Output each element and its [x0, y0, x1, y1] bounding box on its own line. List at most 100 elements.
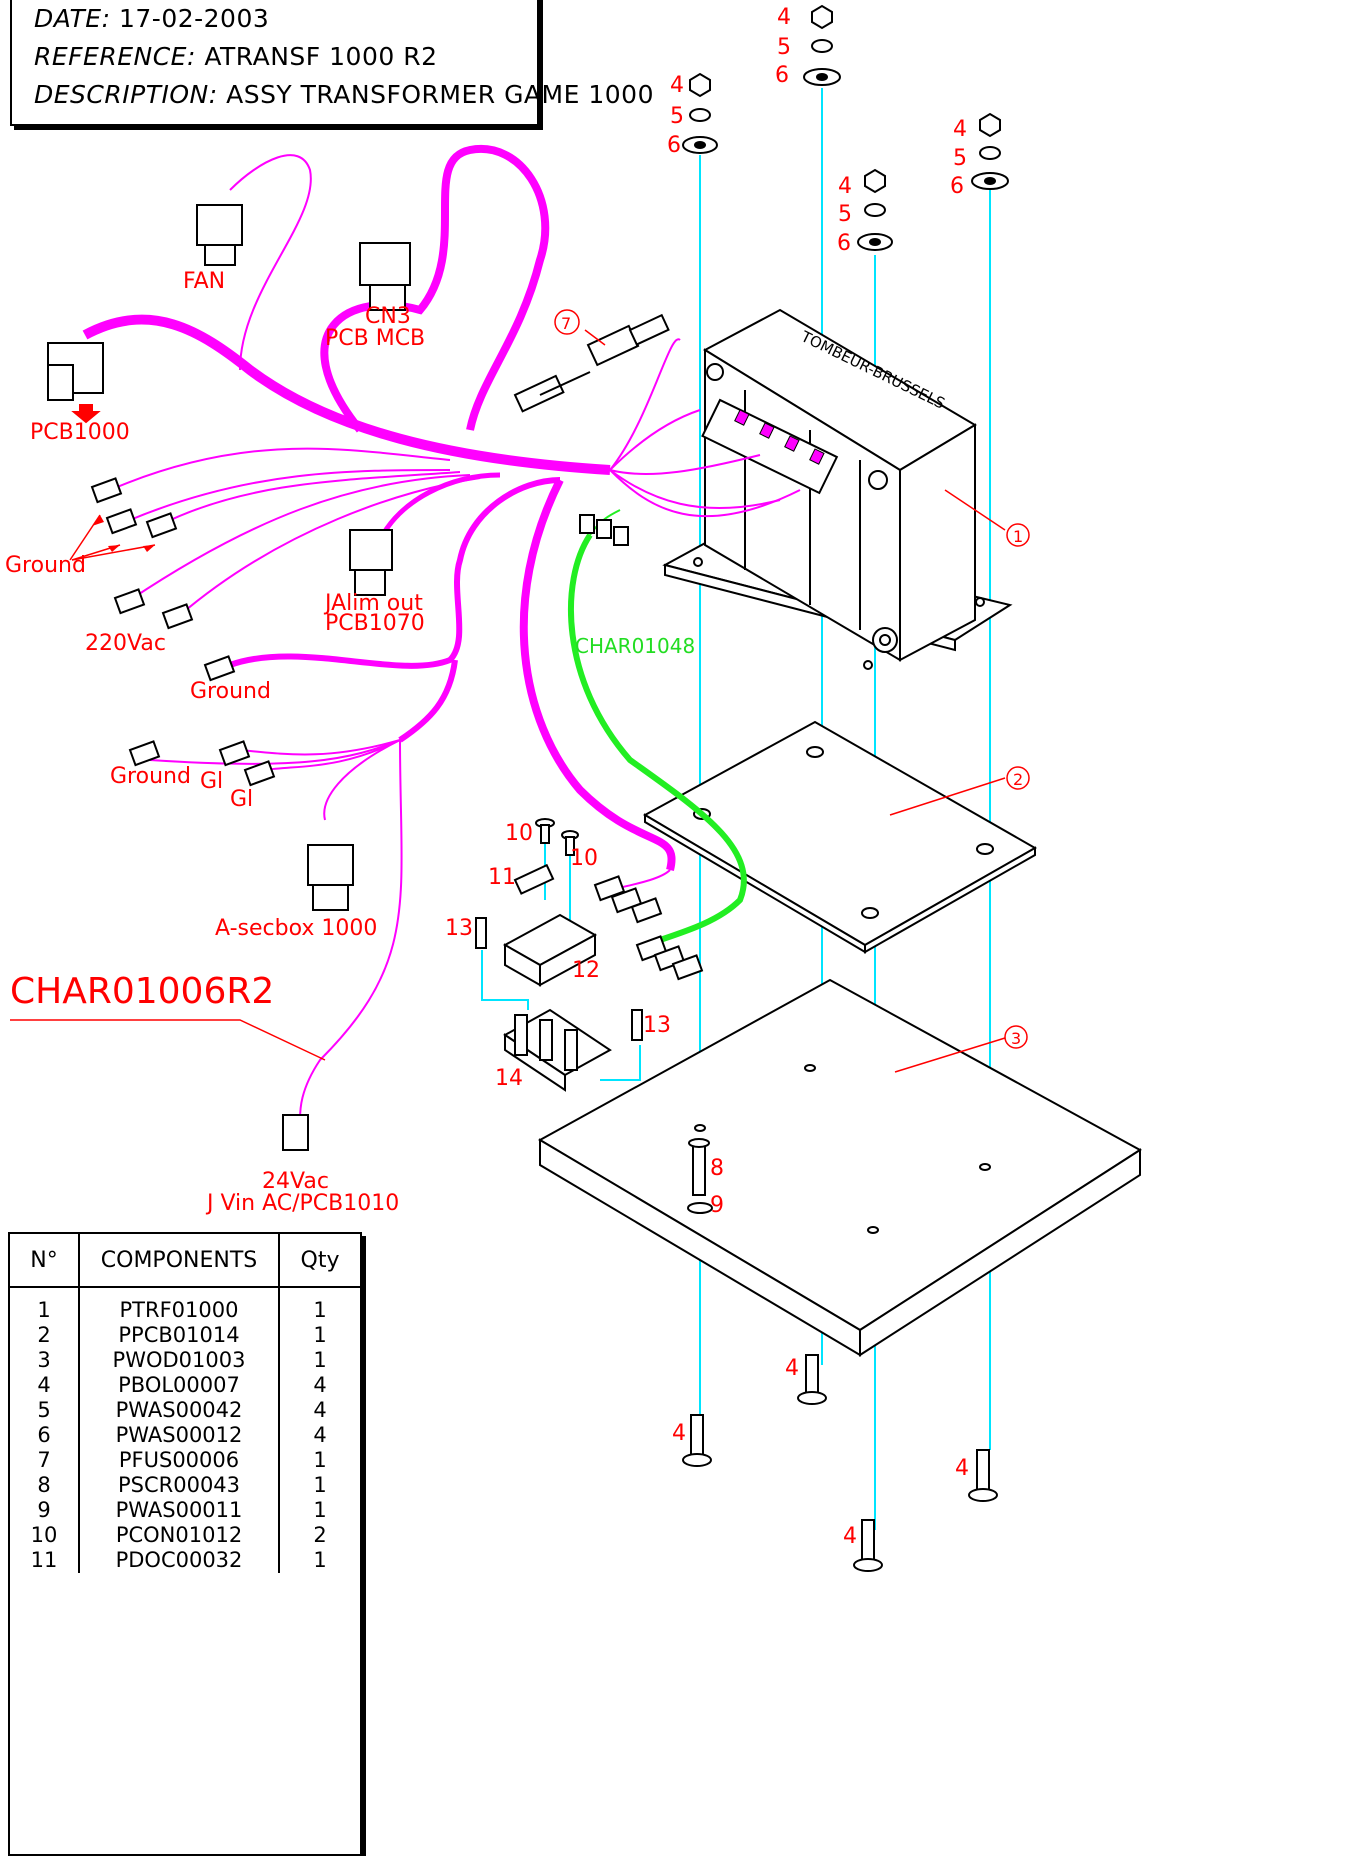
- stack-b: [682, 72, 718, 154]
- bom-cell-component: PWOD01003: [79, 1348, 280, 1373]
- callout-5a: 5: [777, 35, 791, 60]
- label-cn3: CN3: [365, 304, 411, 329]
- bom-cell-no: 11: [10, 1548, 80, 1573]
- date-value: 17-02-2003: [118, 4, 270, 33]
- bom-cell-qty: 4: [313, 1373, 327, 1397]
- pcb-plate: [642, 720, 1038, 954]
- bom-cell-component: PBOL00007: [79, 1373, 280, 1398]
- label-fan: FAN: [183, 269, 225, 294]
- callout-10b: 10: [570, 846, 598, 871]
- callout-4b: 4: [670, 73, 684, 98]
- bom-header-components: COMPONENTS: [79, 1234, 280, 1288]
- callout-2: 2: [1013, 770, 1023, 789]
- transformer: [662, 308, 1013, 670]
- bom-header-no: N°: [10, 1234, 80, 1288]
- bom-header-qty: Qty: [279, 1234, 360, 1288]
- callout-7: 7: [561, 314, 571, 333]
- label-pcb1070: PCB1070: [325, 611, 425, 636]
- callout-14: 14: [495, 1066, 523, 1091]
- connector-24vac: [282, 1114, 309, 1151]
- bom-cell-component: PPCB01014: [79, 1323, 280, 1348]
- bom-cell-qty: 1: [313, 1348, 327, 1372]
- fuse-holder: [513, 313, 670, 413]
- date-line: DATE: 17-02-2003: [34, 4, 269, 33]
- title-block: DATE: 17-02-2003 REFERENCE: ATRANSF 1000…: [10, 0, 653, 126]
- terminal-block-assembly: [475, 818, 643, 1092]
- bom-cell-component: PWAS00042: [79, 1398, 280, 1423]
- label-j-vin: J Vin AC/PCB1010: [205, 1191, 399, 1216]
- bom-cell-component: PDOC00032: [79, 1548, 280, 1573]
- callout-10a: 10: [505, 821, 533, 846]
- bom-cell-qty: 4: [313, 1398, 327, 1422]
- bom-cell-no: 10: [10, 1523, 80, 1548]
- bom-cell-qty: 1: [313, 1323, 327, 1347]
- callout-5b: 5: [670, 104, 684, 129]
- bom-cell-component: PFUS00006: [79, 1448, 280, 1473]
- bom-cell-qty: 1: [313, 1548, 327, 1572]
- label-ground-2: Ground: [190, 679, 271, 704]
- callout-1: 1: [1013, 527, 1023, 546]
- label-pcb-mcb: PCB MCB: [325, 326, 425, 351]
- bom-cell-no: 2: [10, 1323, 80, 1348]
- bom-cell-qty: 1: [313, 1498, 327, 1522]
- callout-6c: 6: [950, 174, 964, 199]
- callout-13a: 13: [445, 916, 473, 941]
- callout-4h: 4: [843, 1524, 857, 1549]
- bom-cell-no: 3: [10, 1348, 80, 1373]
- bom-cell-component: PTRF01000: [79, 1287, 280, 1323]
- label-ground-1: Ground: [5, 553, 86, 578]
- spade-terminals: [90, 477, 704, 981]
- label-gl-2: Gl: [230, 787, 253, 812]
- bom-cell-component: PCON01012: [79, 1523, 280, 1548]
- leader-lines: [10, 329, 1006, 1073]
- bom-cell-qty: 2: [313, 1523, 327, 1547]
- reference-value: ATRANSF 1000 R2: [204, 42, 438, 71]
- callout-12: 12: [572, 958, 600, 983]
- label-a-secbox: A-secbox 1000: [215, 916, 377, 941]
- bom-cell-qty: 1: [313, 1473, 327, 1497]
- callout-4f: 4: [672, 1421, 686, 1446]
- label-jalim-out: JAlim out: [323, 591, 423, 616]
- hardware-stacks: [682, 4, 1009, 1572]
- callout-6a: 6: [775, 63, 789, 88]
- bom-cell-qty: 1: [313, 1298, 327, 1322]
- label-char01048: CHAR01048: [575, 634, 695, 658]
- callout-4e: 4: [785, 1356, 799, 1381]
- connector-asecbox: [307, 844, 354, 911]
- bom-cell-no: 6: [10, 1423, 80, 1448]
- callout-6b: 6: [667, 133, 681, 158]
- label-220vac: 220Vac: [85, 631, 166, 656]
- callout-4c: 4: [953, 117, 967, 142]
- stack-a: [803, 4, 841, 86]
- stack-d: [857, 168, 893, 251]
- wire-harness: [82, 144, 801, 1121]
- label-gl-1: Gl: [200, 769, 223, 794]
- wood-base-plate: [537, 978, 1142, 1357]
- description-line: DESCRIPTION: ASSY TRANSFORMER GAME 1000: [34, 80, 654, 109]
- bom-cell-component: PWAS00011: [79, 1498, 280, 1523]
- label-char01006r2: CHAR01006R2: [10, 971, 274, 1012]
- label-24vac: 24Vac: [262, 1169, 329, 1194]
- connector-fan: [196, 204, 243, 266]
- callout-8: 8: [710, 1156, 724, 1181]
- reference-line: REFERENCE: ATRANSF 1000 R2: [34, 42, 437, 71]
- bom-cell-component: PWAS00012: [79, 1423, 280, 1448]
- callout-5c: 5: [953, 146, 967, 171]
- connector-jalim: [349, 529, 393, 596]
- bom-cell-component: PSCR00043: [79, 1473, 280, 1498]
- label-ground-3: Ground: [110, 764, 191, 789]
- callout-4d: 4: [838, 174, 852, 199]
- callout-4g: 4: [955, 1456, 969, 1481]
- callout-3: 3: [1011, 1029, 1021, 1048]
- bom-cell-no: 7: [10, 1448, 80, 1473]
